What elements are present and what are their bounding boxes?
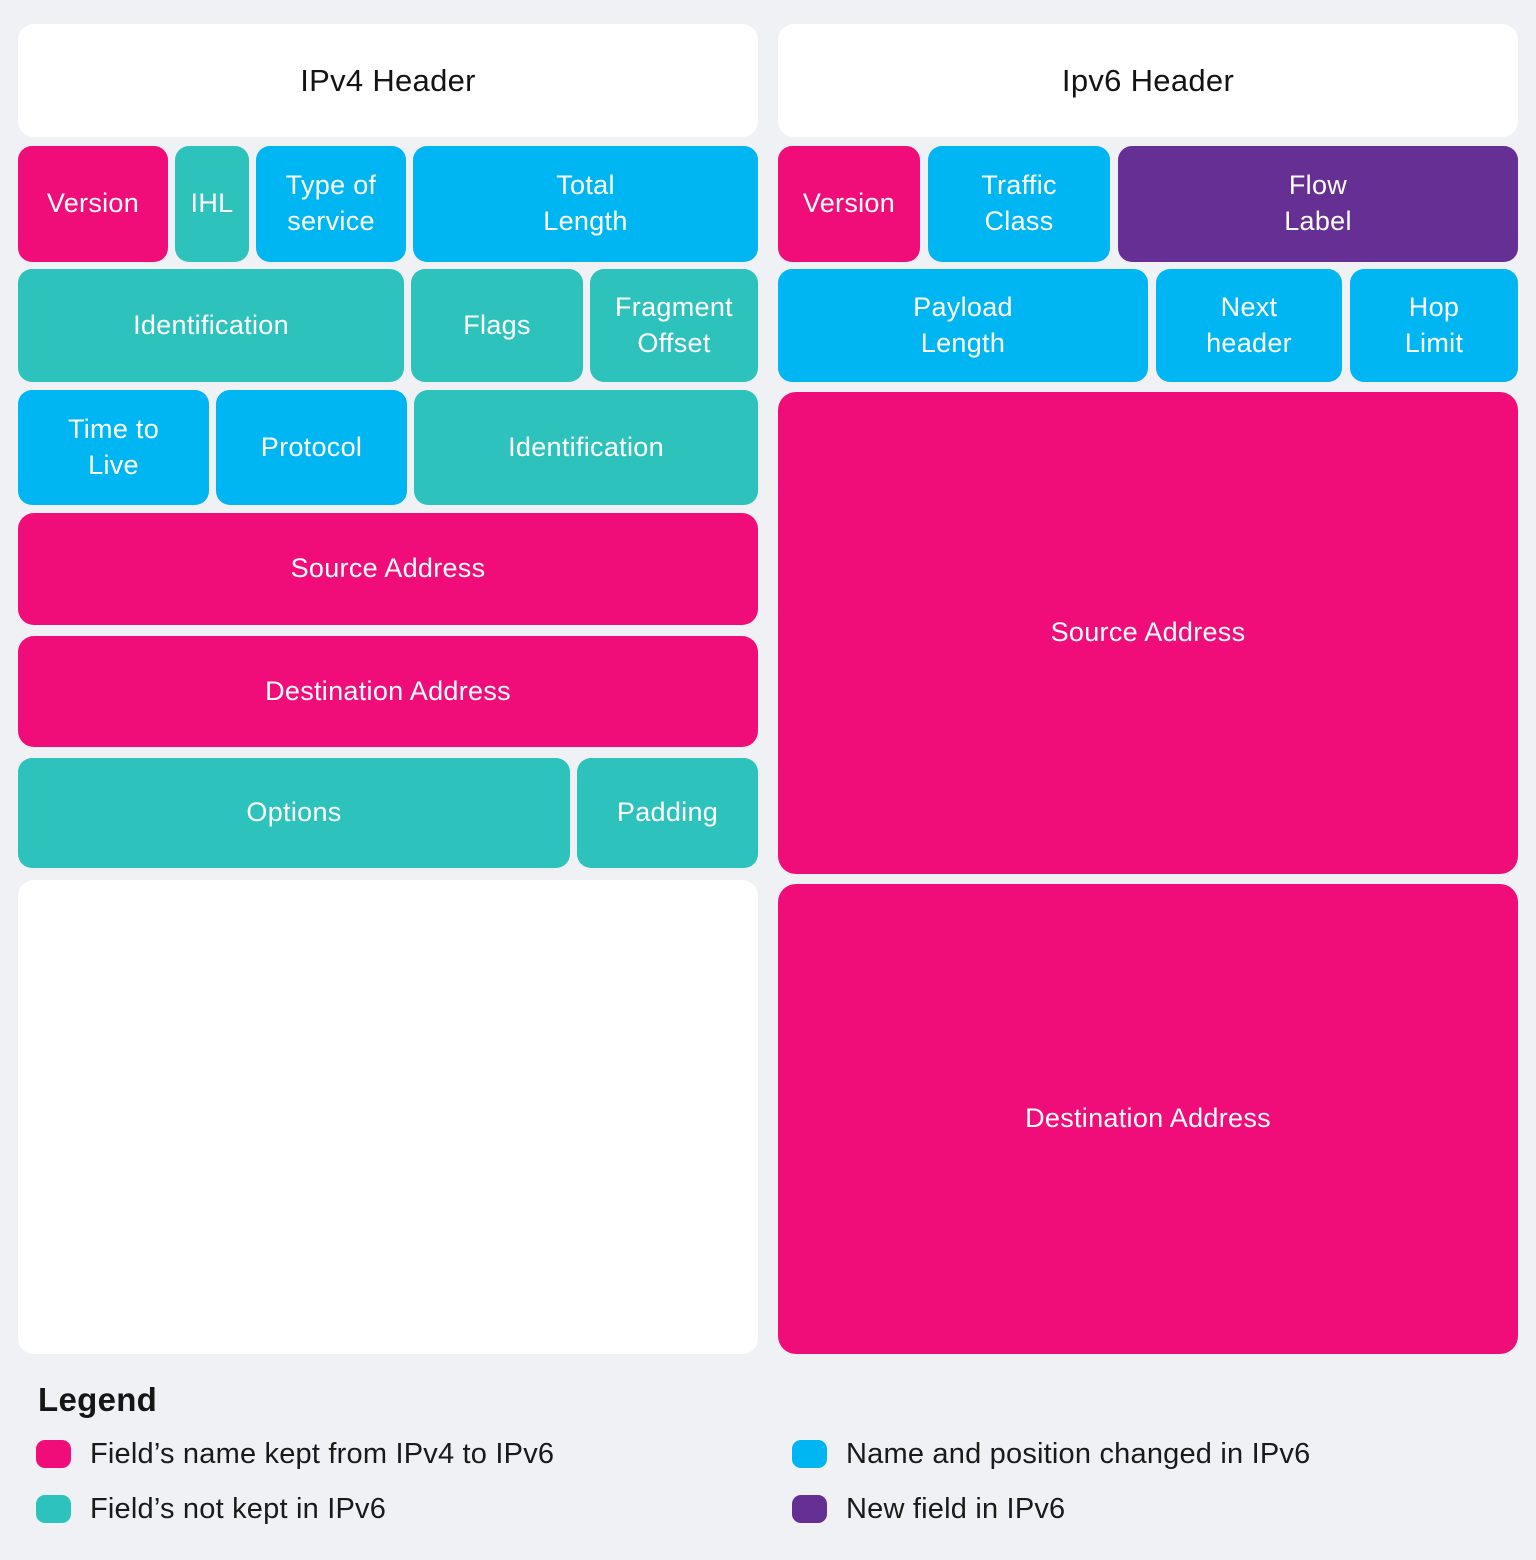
- legend-label-not-kept: Field’s not kept in IPv6: [90, 1492, 387, 1525]
- ipv6-field-flow-label: Flow Label: [1118, 146, 1518, 262]
- ipv4-field-protocol: Protocol: [216, 390, 407, 505]
- ipv4-field-flags: Flags: [411, 269, 583, 382]
- ipv6-field-traffic-class: Traffic Class: [928, 146, 1110, 262]
- ipv4-field-time-to-live: Time to Live: [18, 390, 209, 505]
- legend-label-changed: Name and position changed in IPv6: [846, 1437, 1311, 1470]
- ipv6-field-source-address: Source Address: [778, 392, 1518, 874]
- legend-swatch-kept: [36, 1440, 71, 1468]
- ipv4-field-total-length: Total Length: [413, 146, 758, 262]
- ipv4-field-ihl: IHL: [175, 146, 249, 262]
- ipv4-filler-card: [18, 880, 758, 1354]
- ipv4-field-type-of-service: Type of service: [256, 146, 406, 262]
- legend-swatch-not-kept: [36, 1495, 71, 1523]
- legend-swatch-new: [792, 1495, 827, 1523]
- ipv6-title-card: Ipv6 Header: [778, 24, 1518, 137]
- legend-label-kept: Field’s name kept from IPv4 to IPv6: [90, 1437, 555, 1470]
- ipv4-title-card: IPv4 Header: [18, 24, 758, 137]
- ipv4-field-identification-2: Identification: [414, 390, 758, 505]
- ipv6-field-destination-address: Destination Address: [778, 884, 1518, 1354]
- ipv6-field-payload-length: Payload Length: [778, 269, 1148, 382]
- ipv6-field-version: Version: [778, 146, 920, 262]
- legend-swatch-changed: [792, 1440, 827, 1468]
- legend-item-new: New field in IPv6: [792, 1493, 1065, 1525]
- ipv4-field-padding: Padding: [577, 758, 758, 868]
- ipv4-field-source-address: Source Address: [18, 513, 758, 625]
- legend-item-kept: Field’s name kept from IPv4 to IPv6: [36, 1438, 554, 1470]
- ipv4-field-options: Options: [18, 758, 570, 868]
- ipv4-field-destination-address: Destination Address: [18, 636, 758, 747]
- ipv6-title: Ipv6 Header: [1061, 62, 1235, 98]
- legend-title: Legend: [38, 1381, 158, 1418]
- ipv4-title: IPv4 Header: [300, 62, 476, 98]
- legend-item-not-kept: Field’s not kept in IPv6: [36, 1493, 386, 1525]
- legend-item-changed: Name and position changed in IPv6: [792, 1438, 1310, 1470]
- legend-label-new: New field in IPv6: [846, 1492, 1066, 1525]
- ipv6-field-hop-limit: Hop Limit: [1350, 269, 1518, 382]
- ipv6-field-next-header: Next header: [1156, 269, 1342, 382]
- ipv4-field-version: Version: [18, 146, 168, 262]
- ipv4-field-fragment-offset: Fragment Offset: [590, 269, 758, 382]
- ipv4-field-identification: Identification: [18, 269, 404, 382]
